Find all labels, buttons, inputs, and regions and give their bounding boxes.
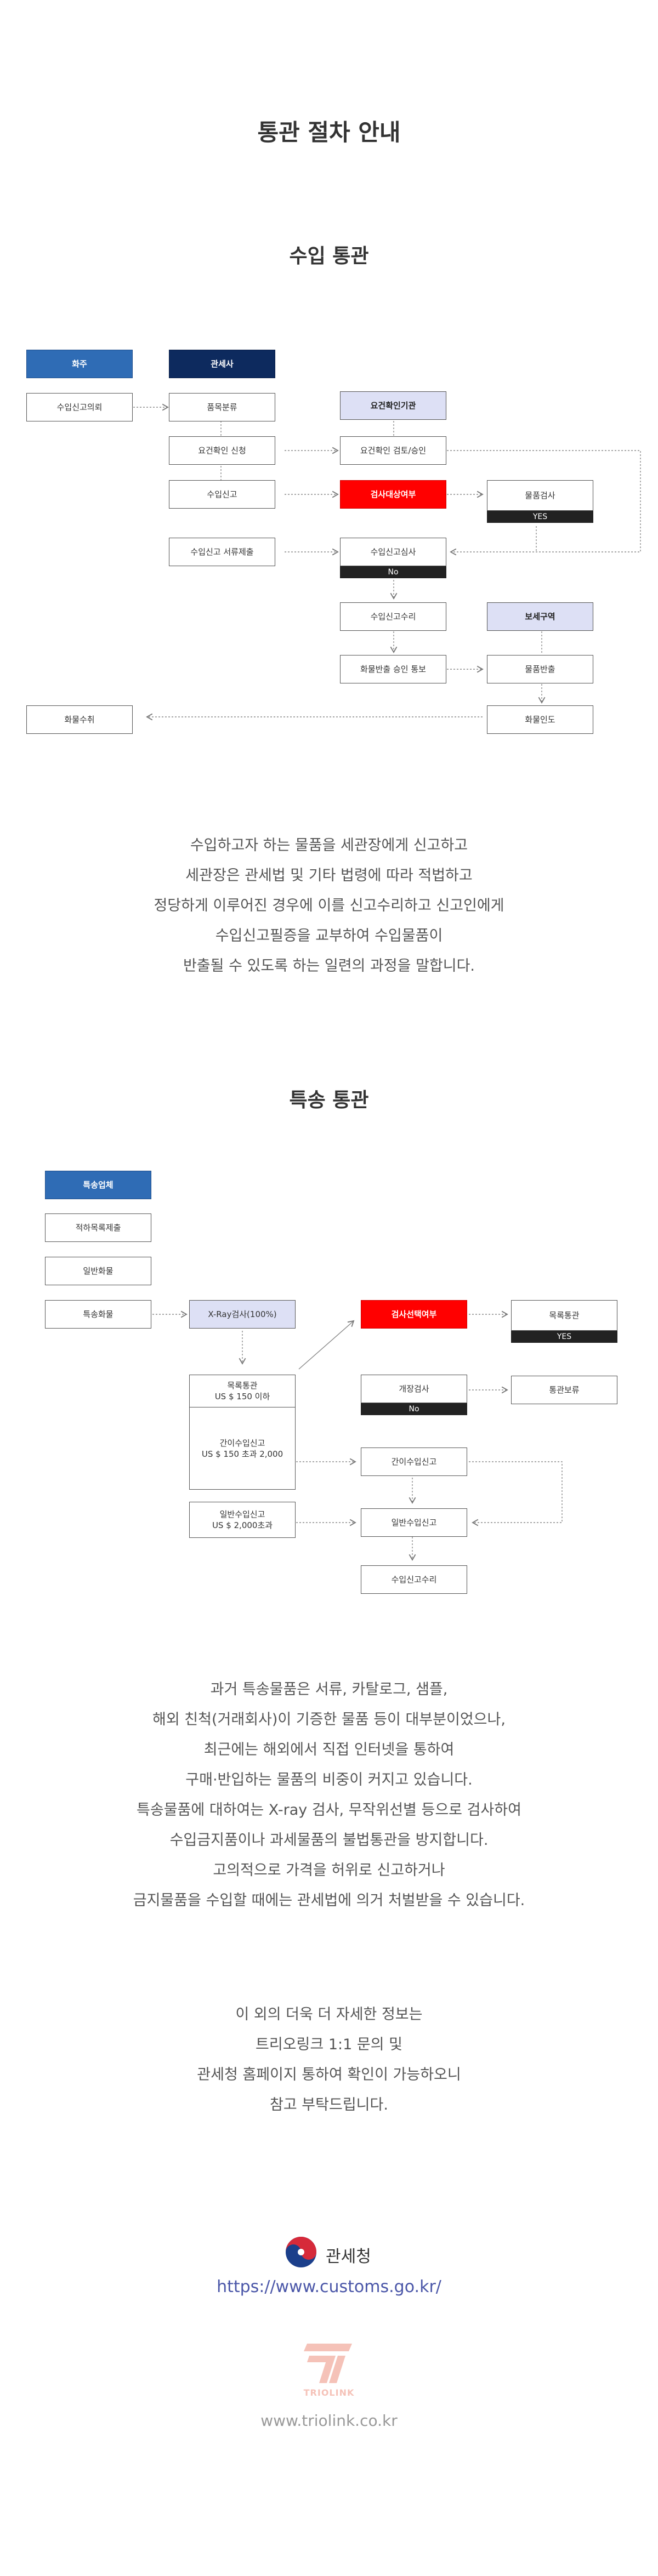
no-tag: No	[340, 566, 446, 578]
express-hold: 통관보류	[511, 1376, 617, 1404]
triolink-logo-icon	[304, 2344, 352, 2383]
step-review: 수입신고심사	[340, 538, 446, 566]
step-import-request: 수입신고의뢰	[26, 393, 133, 421]
step-cargo-receive: 화물수취	[26, 705, 133, 734]
step-goods-out: 물품반출	[487, 655, 593, 683]
step-req-review: 요건확인 검토/승인	[340, 436, 446, 465]
triolink-brand: TRIOLINK	[303, 2387, 355, 2398]
header-agency: 요건확인기관	[340, 391, 446, 420]
triolink-url-link[interactable]: www.triolink.co.kr	[260, 2412, 398, 2430]
express-company: 특송업체	[45, 1171, 151, 1199]
express-simple-decl: 간이수입신고	[361, 1447, 467, 1476]
import-desc-line: 정당하게 이루어진 경우에 이를 신고수리하고 신고인에게	[154, 897, 504, 914]
express-list-clear: 목록통관	[511, 1300, 617, 1331]
step-release-notice: 화물반출 승인 통보	[340, 655, 446, 683]
customs-logo: 관세청	[284, 2235, 383, 2268]
express-accept: 수입신고수리	[361, 1565, 467, 1594]
step-inspect-target: 검사대상여부	[340, 480, 446, 509]
tier-simple: 간이수입신고 US $ 150 초과 2,000	[189, 1407, 296, 1490]
express-desc-line: 과거 특송물품은 서류, 카탈로그, 샘플,	[210, 1681, 448, 1698]
tier-list-clear: 목록통관 US $ 150 이하	[189, 1375, 296, 1407]
express-xray: X-Ray검사(100%)	[189, 1300, 296, 1329]
express-yes-tag: YES	[511, 1331, 617, 1343]
express-desc-line: 최근에는 해외에서 직접 인터넷을 통하여	[203, 1741, 455, 1758]
step-classify: 품목분류	[169, 393, 275, 421]
tier-general-range: US $ 2,000초과	[212, 1520, 273, 1530]
express-desc-line: 고의적으로 가격을 허위로 신고하거나	[213, 1862, 445, 1879]
step-accept: 수입신고수리	[340, 602, 446, 631]
page-title: 통관 절차 안내	[257, 119, 401, 146]
import-desc-line: 반출될 수 있도록 하는 일련의 과정을 말합니다.	[183, 958, 475, 974]
express-description: 과거 특송물품은 서류, 카탈로그, 샘플, 해외 친척(거래회사)이 기증한 …	[0, 1674, 658, 1916]
step-cargo-delivery: 화물인도	[487, 705, 593, 734]
info-line: 관세청 홈페이지 통하여 확인이 가능하오니	[197, 2066, 461, 2083]
express-no-tag: No	[361, 1403, 467, 1415]
info-text: 이 외의 더욱 더 자세한 정보는 트리오링크 1:1 문의 및 관세청 홈페이…	[0, 1999, 658, 2120]
import-desc-line: 수입신고필증을 교부하여 수입물품이	[215, 927, 443, 944]
express-desc-line: 해외 친척(거래회사)이 기증한 물품 등이 대부분이었으나,	[152, 1711, 506, 1728]
tier-simple-range: US $ 150 초과 2,000	[201, 1449, 283, 1459]
step-declare: 수입신고	[169, 480, 275, 509]
import-desc-line: 세관장은 관세법 및 기타 법령에 따라 적법하고	[185, 867, 473, 884]
tier-simple-label: 간이수입신고	[219, 1438, 265, 1448]
info-line: 이 외의 더욱 더 자세한 정보는	[235, 2006, 423, 2023]
express-express-cargo: 특송화물	[45, 1300, 151, 1329]
triolink-logo: TRIOLINK	[302, 2339, 356, 2400]
info-line: 트리오링크 1:1 문의 및	[256, 2036, 402, 2053]
customs-name: 관세청	[326, 2247, 371, 2266]
express-general-cargo: 일반화물	[45, 1257, 151, 1285]
header-shipper: 화주	[26, 350, 133, 378]
express-general-decl: 일반수입신고	[361, 1508, 467, 1537]
step-req-apply: 요건확인 신청	[169, 436, 275, 465]
customs-url-link[interactable]: https://www.customs.go.kr/	[217, 2277, 441, 2296]
tier-list-clear-range: US $ 150 이하	[214, 1392, 270, 1401]
express-flow-lines	[152, 1310, 563, 1561]
express-desc-line: 특송물품에 대하여는 X-ray 검사, 무작위선별 등으로 검사하여	[137, 1802, 521, 1819]
express-section-title: 특송 통관	[289, 1089, 369, 1112]
express-desc-line: 금지물품을 수입할 때에는 관세법에 의거 처벌받을 수 있습니다.	[133, 1892, 525, 1909]
step-goods-inspect: 물품검사	[487, 480, 593, 511]
import-flow-lines	[133, 403, 641, 721]
info-line: 참고 부탁드립니다.	[270, 2096, 388, 2113]
import-flowchart: 화주 관세사 요건확인기관 수입신고의뢰 품목분류 요건확인 신청 요건확인 검…	[0, 0, 658, 767]
taegeuk-icon	[286, 2237, 316, 2267]
import-section-title: 수입 통관	[289, 245, 369, 267]
tier-general-label: 일반수입신고	[219, 1509, 265, 1519]
yes-tag: YES	[487, 511, 593, 523]
express-desc-line: 구매·반입하는 물품의 비중이 커지고 있습니다.	[185, 1771, 473, 1788]
header-broker: 관세사	[169, 350, 275, 378]
express-desc-line: 수입금지품이나 과세물품의 불법통관을 방지합니다.	[169, 1832, 489, 1849]
header-bonded: 보세구역	[487, 602, 593, 631]
tier-list-clear-label: 목록통관	[227, 1381, 258, 1390]
import-description: 수입하고자 하는 물품을 세관장에게 신고하고 세관장은 관세법 및 기타 법령…	[0, 830, 658, 981]
express-manifest: 적하목록제출	[45, 1213, 151, 1242]
express-flowchart: 특송업체 적하목록제출 일반화물 특송화물 X-Ray검사(100%) 검사선택…	[45, 1171, 617, 1594]
step-submit-docs: 수입신고 서류제출	[169, 538, 275, 566]
import-desc-line: 수입하고자 하는 물품을 세관장에게 신고하고	[190, 837, 468, 854]
express-inspect-target: 검사선택여부	[361, 1300, 467, 1329]
express-open-inspect: 개장검사	[361, 1375, 467, 1403]
tier-general: 일반수입신고 US $ 2,000초과	[189, 1502, 296, 1538]
